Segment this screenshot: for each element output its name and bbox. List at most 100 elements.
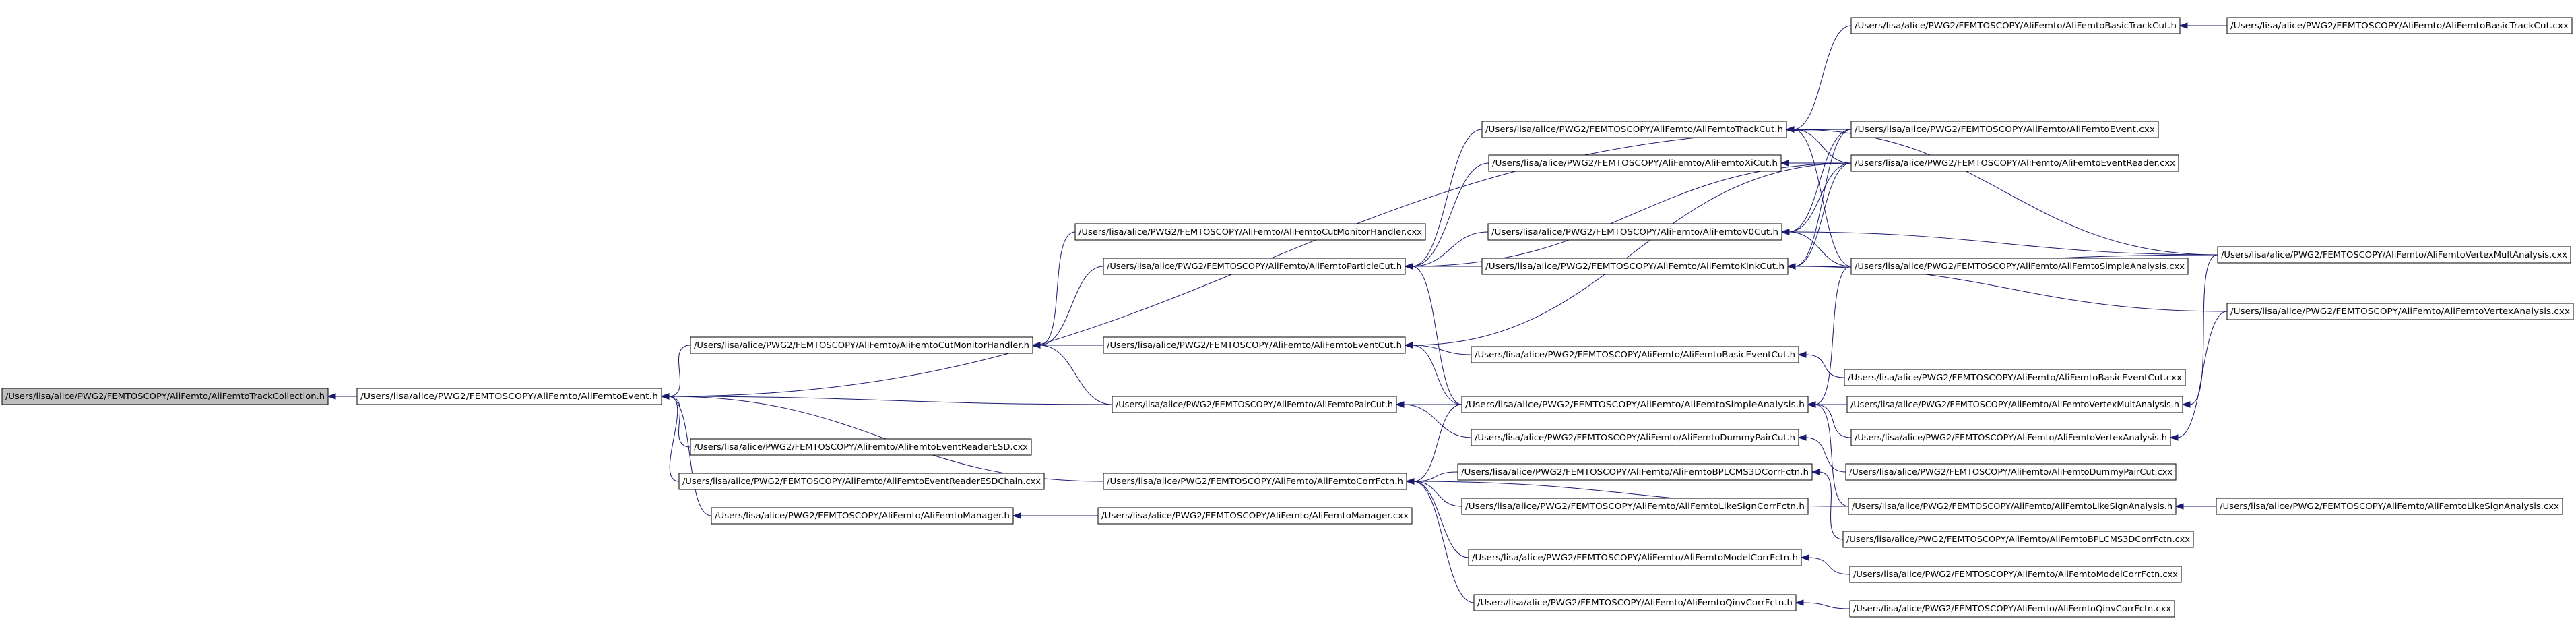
file-node[interactable]: /Users/lisa/alice/PWG2/FEMTOSCOPY/AliFem… bbox=[1850, 258, 2189, 275]
node-box[interactable] bbox=[1471, 346, 1799, 363]
node-box[interactable] bbox=[711, 507, 1014, 525]
file-node[interactable]: /Users/lisa/alice/PWG2/FEMTOSCOPY/AliFem… bbox=[1488, 154, 1782, 172]
node-box[interactable] bbox=[1473, 594, 1797, 611]
node-label: /Users/lisa/alice/PWG2/FEMTOSCOPY/AliFem… bbox=[1853, 604, 2171, 613]
file-node[interactable]: /Users/lisa/alice/PWG2/FEMTOSCOPY/AliFem… bbox=[1849, 600, 2175, 618]
file-node[interactable]: /Users/lisa/alice/PWG2/FEMTOSCOPY/AliFem… bbox=[1471, 429, 1799, 446]
file-node[interactable]: /Users/lisa/alice/PWG2/FEMTOSCOPY/AliFem… bbox=[1850, 429, 2171, 446]
node-box[interactable] bbox=[1849, 566, 2182, 583]
edge-arrowhead bbox=[2169, 434, 2179, 441]
node-box[interactable] bbox=[1850, 429, 2171, 446]
node-label: /Users/lisa/alice/PWG2/FEMTOSCOPY/AliFem… bbox=[1485, 262, 1784, 271]
node-box[interactable] bbox=[1850, 154, 2179, 172]
node-box[interactable] bbox=[1848, 498, 2177, 515]
file-node[interactable]: /Users/lisa/alice/PWG2/FEMTOSCOPY/AliFem… bbox=[1457, 463, 1813, 481]
file-node[interactable]: /Users/lisa/alice/PWG2/FEMTOSCOPY/AliFem… bbox=[2217, 246, 2571, 264]
node-label: /Users/lisa/alice/PWG2/FEMTOSCOPY/AliFem… bbox=[1852, 502, 2172, 511]
edge-arrowhead bbox=[1785, 126, 1795, 133]
node-box[interactable] bbox=[1112, 396, 1397, 413]
file-node[interactable]: /Users/lisa/alice/PWG2/FEMTOSCOPY/AliFem… bbox=[1487, 223, 1782, 241]
node-box[interactable] bbox=[1471, 429, 1799, 446]
node-box[interactable] bbox=[1481, 258, 1789, 275]
file-node[interactable]: /Users/lisa/alice/PWG2/FEMTOSCOPY/AliFem… bbox=[1481, 121, 1787, 138]
file-node[interactable]: /Users/lisa/alice/PWG2/FEMTOSCOPY/AliFem… bbox=[356, 388, 662, 405]
file-node[interactable]: /Users/lisa/alice/PWG2/FEMTOSCOPY/AliFem… bbox=[2216, 498, 2563, 515]
node-box[interactable] bbox=[690, 438, 1032, 456]
node-box[interactable] bbox=[690, 336, 1033, 354]
node-box[interactable] bbox=[1850, 121, 2159, 138]
node-box[interactable] bbox=[1, 388, 329, 405]
node-box[interactable] bbox=[356, 388, 662, 405]
node-box[interactable] bbox=[1097, 507, 1413, 525]
node-box[interactable] bbox=[1461, 396, 1809, 413]
include-edge bbox=[1411, 231, 1489, 267]
include-edge bbox=[1805, 437, 1846, 473]
node-box[interactable] bbox=[1844, 369, 2186, 386]
file-node[interactable]: /Users/lisa/alice/PWG2/FEMTOSCOPY/AliFem… bbox=[1844, 369, 2186, 386]
node-box[interactable] bbox=[1103, 336, 1406, 354]
file-node[interactable]: /Users/lisa/alice/PWG2/FEMTOSCOPY/AliFem… bbox=[690, 336, 1033, 354]
file-node[interactable]: /Users/lisa/alice/PWG2/FEMTOSCOPY/AliFem… bbox=[2226, 303, 2574, 320]
include-edge bbox=[1814, 266, 1852, 405]
file-node[interactable]: /Users/lisa/alice/PWG2/FEMTOSCOPY/AliFem… bbox=[1461, 498, 1809, 515]
include-edge bbox=[1411, 345, 1472, 355]
edge-arrowhead bbox=[1797, 434, 1807, 441]
nodes-layer: /Users/lisa/alice/PWG2/FEMTOSCOPY/AliFem… bbox=[1, 17, 2574, 618]
file-node[interactable]: /Users/lisa/alice/PWG2/FEMTOSCOPY/AliFem… bbox=[1471, 346, 1799, 363]
file-node[interactable]: /Users/lisa/alice/PWG2/FEMTOSCOPY/AliFem… bbox=[1850, 17, 2181, 34]
node-box[interactable] bbox=[1850, 258, 2189, 275]
file-node[interactable]: /Users/lisa/alice/PWG2/FEMTOSCOPY/AliFem… bbox=[2226, 17, 2573, 34]
file-node[interactable]: /Users/lisa/alice/PWG2/FEMTOSCOPY/AliFem… bbox=[1103, 336, 1406, 354]
include-edge bbox=[1814, 404, 1849, 507]
file-node[interactable]: /Users/lisa/alice/PWG2/FEMTOSCOPY/AliFem… bbox=[1481, 258, 1789, 275]
file-node[interactable]: /Users/lisa/alice/PWG2/FEMTOSCOPY/AliFem… bbox=[1848, 498, 2177, 515]
file-node[interactable]: /Users/lisa/alice/PWG2/FEMTOSCOPY/AliFem… bbox=[678, 473, 1045, 490]
node-box[interactable] bbox=[2217, 246, 2571, 264]
include-edge bbox=[1413, 481, 1469, 558]
file-node[interactable]: /Users/lisa/alice/PWG2/FEMTOSCOPY/AliFem… bbox=[1850, 154, 2179, 172]
node-label: /Users/lisa/alice/PWG2/FEMTOSCOPY/AliFem… bbox=[715, 511, 1010, 520]
node-box[interactable] bbox=[1074, 223, 1426, 241]
file-node[interactable]: /Users/lisa/alice/PWG2/FEMTOSCOPY/AliFem… bbox=[1461, 396, 1809, 413]
file-node[interactable]: /Users/lisa/alice/PWG2/FEMTOSCOPY/AliFem… bbox=[1842, 531, 2194, 548]
node-box[interactable] bbox=[1850, 17, 2181, 34]
include-edge bbox=[1411, 129, 1483, 267]
edge-arrowhead bbox=[1780, 229, 1790, 235]
node-box[interactable] bbox=[1842, 531, 2194, 548]
file-node[interactable]: /Users/lisa/alice/PWG2/FEMTOSCOPY/AliFem… bbox=[1849, 566, 2182, 583]
node-box[interactable] bbox=[678, 473, 1045, 490]
file-node[interactable]: /Users/lisa/alice/PWG2/FEMTOSCOPY/AliFem… bbox=[1468, 549, 1802, 566]
node-box[interactable] bbox=[1457, 463, 1813, 481]
file-node[interactable]: /Users/lisa/alice/PWG2/FEMTOSCOPY/AliFem… bbox=[1097, 507, 1413, 525]
node-box[interactable] bbox=[2226, 303, 2574, 320]
node-label: /Users/lisa/alice/PWG2/FEMTOSCOPY/AliFem… bbox=[1107, 340, 1402, 350]
file-node[interactable]: /Users/lisa/alice/PWG2/FEMTOSCOPY/AliFem… bbox=[711, 507, 1014, 525]
file-node[interactable]: /Users/lisa/alice/PWG2/FEMTOSCOPY/AliFem… bbox=[1112, 396, 1397, 413]
file-node[interactable]: /Users/lisa/alice/PWG2/FEMTOSCOPY/AliFem… bbox=[1846, 396, 2183, 413]
edge-arrowhead bbox=[1404, 342, 1413, 349]
node-box[interactable] bbox=[1487, 223, 1782, 241]
file-node[interactable]: /Users/lisa/alice/PWG2/FEMTOSCOPY/AliFem… bbox=[1103, 258, 1406, 275]
file-node[interactable]: /Users/lisa/alice/PWG2/FEMTOSCOPY/AliFem… bbox=[1103, 473, 1407, 490]
node-box[interactable] bbox=[1468, 549, 1802, 566]
file-node[interactable]: /Users/lisa/alice/PWG2/FEMTOSCOPY/AliFem… bbox=[1473, 594, 1797, 611]
node-label: /Users/lisa/alice/PWG2/FEMTOSCOPY/AliFem… bbox=[1078, 227, 1422, 237]
node-box[interactable] bbox=[1849, 600, 2175, 618]
node-label: /Users/lisa/alice/PWG2/FEMTOSCOPY/AliFem… bbox=[1855, 158, 2175, 168]
node-box[interactable] bbox=[1103, 258, 1406, 275]
edge-arrowhead bbox=[1031, 342, 1041, 349]
file-node[interactable]: /Users/lisa/alice/PWG2/FEMTOSCOPY/AliFem… bbox=[1074, 223, 1426, 241]
node-label: /Users/lisa/alice/PWG2/FEMTOSCOPY/AliFem… bbox=[1465, 502, 1805, 511]
root-file-node[interactable]: /Users/lisa/alice/PWG2/FEMTOSCOPY/AliFem… bbox=[1, 388, 329, 405]
node-box[interactable] bbox=[2216, 498, 2563, 515]
node-box[interactable] bbox=[1461, 498, 1809, 515]
file-node[interactable]: /Users/lisa/alice/PWG2/FEMTOSCOPY/AliFem… bbox=[1850, 121, 2159, 138]
node-box[interactable] bbox=[1846, 396, 2183, 413]
node-box[interactable] bbox=[1845, 463, 2177, 481]
node-box[interactable] bbox=[1103, 473, 1407, 490]
node-box[interactable] bbox=[1481, 121, 1787, 138]
file-node[interactable]: /Users/lisa/alice/PWG2/FEMTOSCOPY/AliFem… bbox=[690, 438, 1032, 456]
node-box[interactable] bbox=[1488, 154, 1782, 172]
file-node[interactable]: /Users/lisa/alice/PWG2/FEMTOSCOPY/AliFem… bbox=[1845, 463, 2177, 481]
node-box[interactable] bbox=[2226, 17, 2573, 34]
